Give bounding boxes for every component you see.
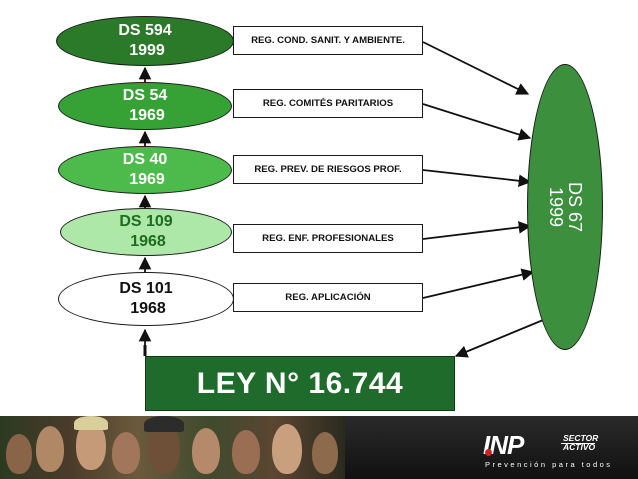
decree-ds67-label: DS 67 1999: [546, 181, 585, 233]
decree-ds101: DS 101 1968: [58, 272, 234, 326]
law-box: LEY N° 16.744: [145, 356, 455, 411]
worker-face: [6, 434, 32, 474]
logo-sector-line1: SECTOR: [563, 433, 599, 443]
worker-face: [36, 426, 64, 472]
helmet-icon: [144, 416, 184, 432]
decree-ds594-name: DS 594: [118, 22, 172, 39]
worker-face: [272, 424, 302, 474]
inp-logo: INP: [483, 430, 524, 460]
decree-ds67-year: 1999: [546, 186, 566, 228]
decree-ds594-year: 1999: [129, 42, 165, 59]
decree-ds67-name: DS 67: [565, 181, 585, 233]
decree-ds54-year: 1969: [129, 107, 165, 124]
decree-ds594: DS 594 1999: [56, 16, 234, 66]
arrow-to-ds67: [422, 41, 530, 95]
logo-sector-line2: ACTIVO: [563, 442, 596, 452]
decree-ds40: DS 40 1969: [58, 146, 232, 194]
arrow-to-ds67: [422, 268, 535, 299]
decree-ds40-year: 1969: [129, 171, 165, 188]
logo-divider: [561, 443, 595, 444]
worker-face: [192, 428, 220, 474]
arrow-to-ds67: [422, 221, 532, 240]
decree-ds54-name: DS 54: [122, 87, 168, 104]
regulation-box: REG. ENF. PROFESIONALES: [233, 224, 423, 253]
worker-face: [312, 432, 338, 474]
regulation-box: REG. COND. SANIT. Y AMBIENTE.: [233, 26, 423, 55]
arrow-to-law: [454, 317, 549, 358]
hardhat-icon: [74, 416, 108, 430]
workers-photo: [0, 416, 345, 479]
worker-face: [232, 430, 260, 474]
decree-ds109: DS 109 1968: [60, 208, 232, 256]
regulation-box: REG. PREV. DE RIESGOS PROF.: [233, 155, 423, 184]
logo-dot-icon: [485, 449, 492, 456]
arrow-layer: [138, 41, 549, 358]
regulation-box: REG. COMITÉS PARITARIOS: [233, 89, 423, 118]
decree-ds54: DS 54 1969: [58, 82, 232, 130]
arrow-to-ds67: [422, 169, 532, 187]
decree-ds101-name: DS 101: [119, 280, 173, 297]
logo-tagline: Prevención para todos: [485, 460, 613, 469]
footer-banner: INP SECTOR ACTIVO Prevención para todos: [0, 416, 638, 479]
arrow-to-ds67: [422, 103, 532, 141]
regulation-box: REG. APLICACIÓN: [233, 283, 423, 312]
logo-sector-label: SECTOR ACTIVO: [563, 434, 598, 452]
decree-ds40-name: DS 40: [122, 151, 168, 168]
decree-ds67: DS 67 1999: [527, 64, 603, 350]
decree-ds101-year: 1968: [130, 300, 166, 317]
decree-ds109-name: DS 109: [119, 213, 173, 230]
worker-face: [112, 432, 140, 474]
inp-logo-area: INP SECTOR ACTIVO Prevención para todos: [345, 416, 638, 479]
decree-ds109-year: 1968: [130, 233, 166, 250]
